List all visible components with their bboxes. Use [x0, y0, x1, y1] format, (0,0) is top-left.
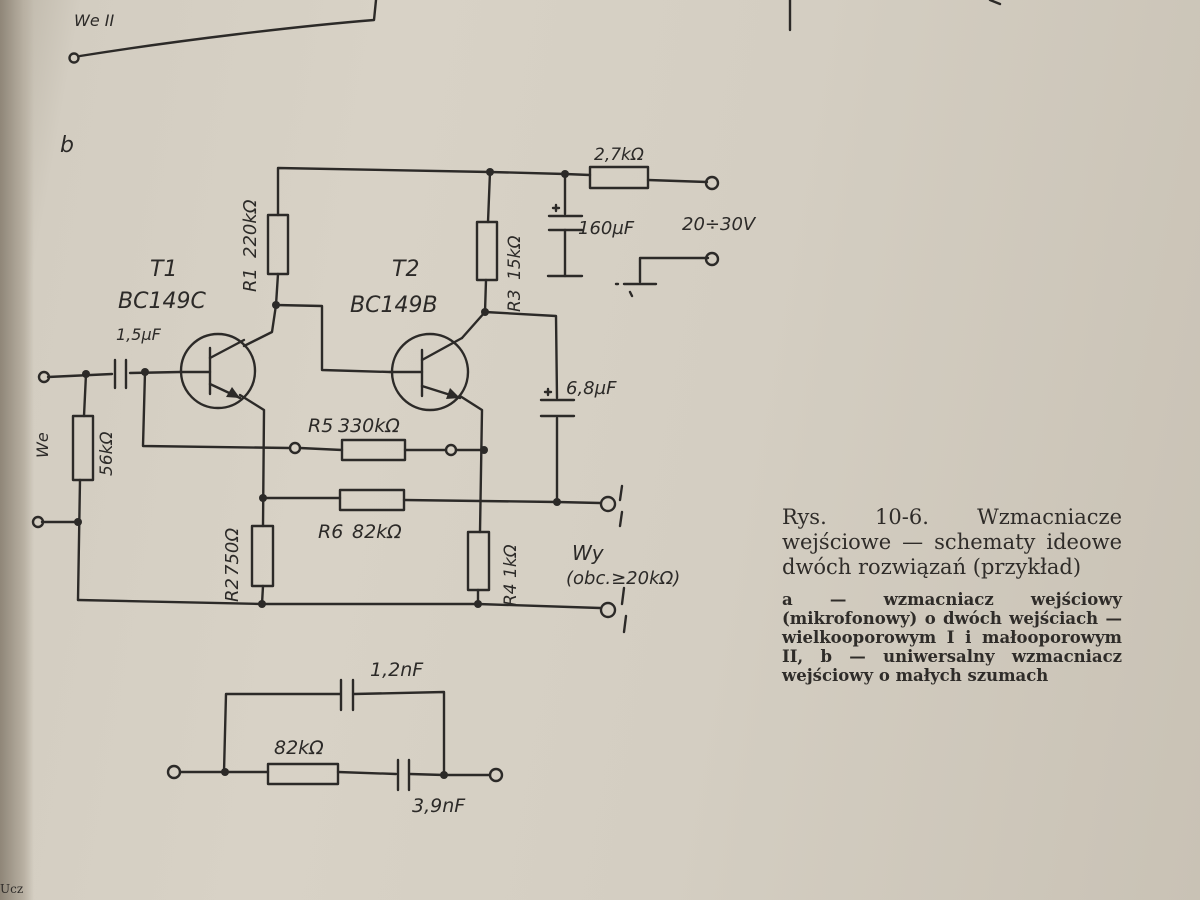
caption-body: a — wzmacniacz wejściowy (mikrofonowy) o… [782, 590, 1122, 685]
label-network-c-bottom: 3,9nF [412, 795, 466, 817]
capacitor-output [539, 387, 576, 418]
input-terminal-hot [37, 370, 51, 384]
wiring [40, 166, 710, 610]
label-r2-ref: R2 [222, 578, 243, 602]
label-r6-value: 82kΩ [352, 521, 402, 543]
label-r5-value: 330kΩ [338, 415, 400, 437]
resistor-r3 [475, 220, 499, 282]
label-r4-ref: R4 [501, 583, 521, 606]
transistor-t2 [388, 332, 470, 412]
terminals [31, 175, 720, 634]
label-r1-value: 220kΩ [240, 199, 261, 258]
label-network-resistor: 82kΩ [274, 737, 324, 759]
capacitor-input [113, 358, 128, 390]
resistor-r2 [250, 524, 275, 588]
label-r5-ref: R5 [308, 415, 333, 437]
resistor-r6 [338, 488, 406, 512]
label-output-load: (obc.≥20kΩ) [566, 568, 680, 589]
capacitor-supply [546, 203, 584, 278]
network-terminal-left [166, 764, 182, 780]
network-capacitor-bottom [396, 758, 411, 792]
resistor-r1 [266, 213, 290, 276]
previous-circuit-fragment: We II [68, 0, 1002, 64]
label-r3-ref: R3 [505, 289, 525, 312]
page-footer-fragment: Ucz [0, 882, 24, 896]
resistor-r5 [340, 438, 407, 462]
input-terminal-ground [31, 515, 45, 529]
label-r4-value: 1kΩ [501, 544, 521, 578]
label-r6-ref: R6 [318, 521, 343, 543]
label-t2-name: T2 [392, 257, 419, 282]
supply-terminal-ground [704, 251, 720, 267]
panel-label-b: b [60, 133, 74, 158]
caption-title: Rys. 10-6. Wzmacniacze wejściowe — schem… [782, 505, 1122, 579]
label-c-input: 1,5µF [116, 325, 162, 344]
label-r3-value: 15kΩ [505, 236, 525, 280]
label-we-ii: We II [74, 11, 114, 30]
label-t1-type: BC149C [118, 289, 206, 314]
label-t1-name: T1 [150, 257, 177, 282]
resistor-r4 [466, 530, 491, 592]
output-terminal-ground [599, 601, 617, 619]
label-t2-type: BC149B [350, 293, 438, 318]
transistor-t1 [178, 332, 257, 410]
label-network-c-top: 1,2nF [370, 659, 424, 681]
rc-network: 1,2nF 82kΩ 3,9nF [166, 659, 504, 817]
figure-caption: Rys. 10-6. Wzmacniacze wejściowe — schem… [782, 505, 1122, 685]
resistor-supply [588, 165, 650, 190]
ground-symbol [614, 282, 658, 298]
label-input-we: We [33, 432, 52, 458]
network-capacitor-top [339, 678, 355, 712]
terminal-we-ii [68, 52, 80, 64]
output-terminal-hot [599, 495, 617, 513]
label-r1-ref: R1 [240, 268, 261, 292]
label-supply-voltage: 20÷30V [682, 214, 757, 235]
label-r2-value: 750Ω [222, 528, 243, 576]
junction-dots [74, 168, 569, 608]
label-output-wy: Wy [572, 541, 605, 565]
network-resistor [266, 762, 340, 786]
r5-terminal-left [288, 441, 302, 455]
label-c-supply: 160µF [578, 218, 635, 239]
page-binding-edge [0, 0, 34, 900]
label-r-supply-value: 2,7kΩ [594, 145, 644, 165]
r5-terminal-right [444, 443, 458, 457]
label-c-output: 6,8µF [566, 378, 617, 399]
network-terminal-right [488, 767, 504, 783]
supply-terminal-positive [704, 175, 720, 191]
resistor-input [71, 414, 95, 482]
label-r-input-value: 56kΩ [97, 432, 117, 476]
schematic-labels: T1 BC149C T2 BC149B R1 220kΩ R3 15kΩ R2 … [33, 145, 757, 606]
